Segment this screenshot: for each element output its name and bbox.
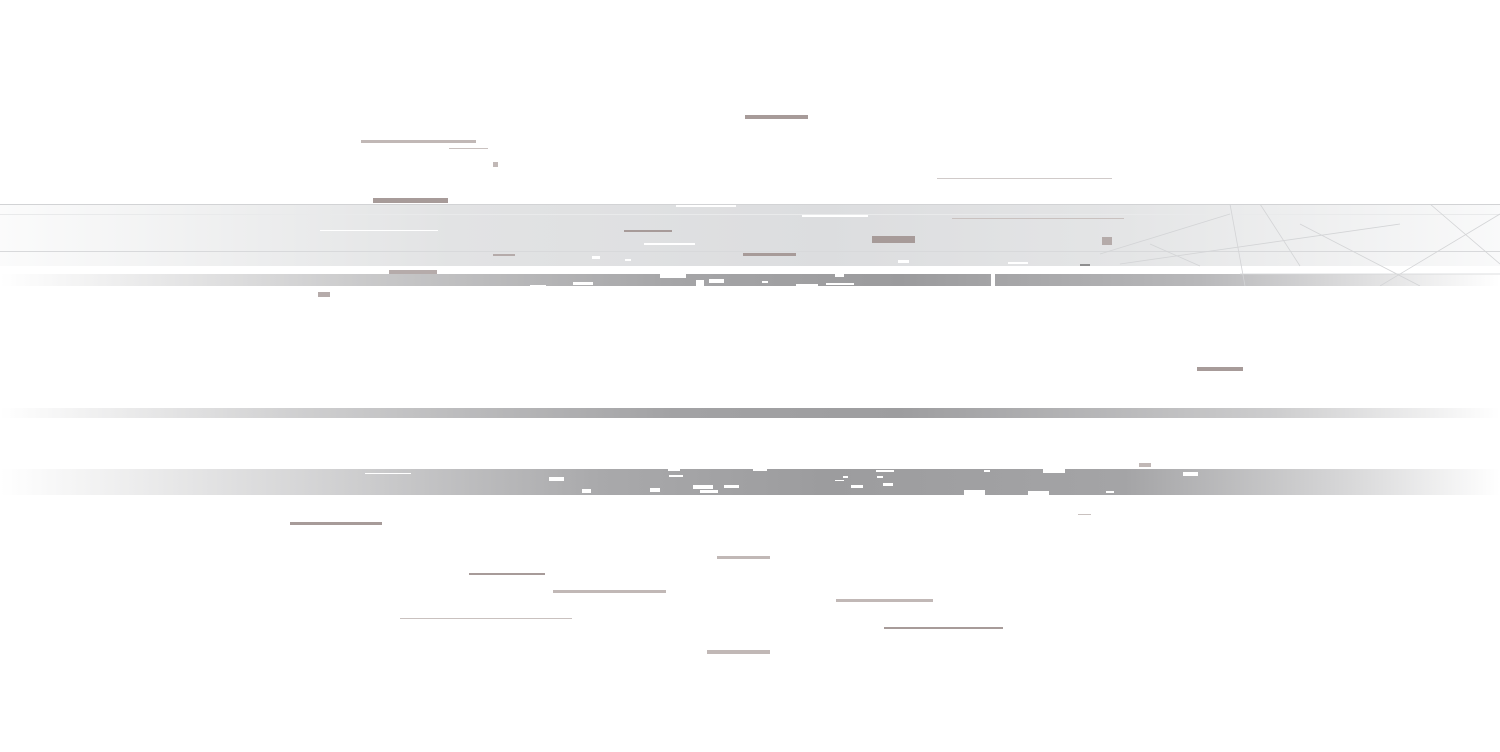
glitch-mark [883,483,893,486]
glitch-mark [1043,469,1065,473]
text-mark [449,148,488,149]
glitch-mark [668,469,680,471]
glitch-mark [660,274,686,278]
glitch-mark [1106,491,1114,493]
upper-band-bottom-line [0,251,1500,252]
upper-band-top-line [0,204,1500,205]
glitch-mark [796,284,818,286]
glitch-mark [1183,472,1198,476]
text-mark [469,573,545,575]
glitch-mark [709,279,724,283]
text-mark [400,618,572,619]
text-mark [707,650,770,654]
text-mark [743,253,796,256]
glitch-mark [320,230,438,231]
middle-dark-band [0,408,1500,418]
text-mark [389,270,437,274]
glitch-mark [1008,262,1028,264]
glitch-mark [964,490,985,495]
upper-dark-band [0,274,1500,286]
text-mark [318,292,330,297]
glitch-mark [693,485,713,489]
glitch-mark [835,274,844,277]
glitch-mark [592,256,600,259]
text-mark [361,140,476,143]
text-mark [373,198,448,203]
upper-band-mid-line [0,214,1500,215]
glitch-mark [650,488,660,492]
text-mark [717,556,770,559]
glitch-mark [549,477,564,481]
text-mark [836,599,933,602]
glitch-mark [877,476,883,478]
text-mark [1197,367,1243,371]
glitch-mark [843,476,848,478]
glitch-mark [835,480,844,481]
mesh-lines-decoration [1099,204,1500,286]
text-mark [624,230,672,232]
glitch-mark [991,274,995,286]
text-mark [493,162,498,167]
text-mark [553,590,666,593]
text-mark [937,178,1112,179]
text-mark [884,627,1003,629]
lower-dark-band [0,469,1500,495]
glitch-mark [1028,491,1049,495]
glitch-mark [898,260,909,263]
glitch-mark [530,285,546,286]
glitch-mark [826,283,854,285]
glitch-mark [700,490,718,493]
glitch-mark [762,281,768,283]
glitch-mark [696,280,704,286]
text-mark [1139,463,1151,467]
glitch-mark [753,469,767,471]
glitch-mark [724,485,739,488]
glitch-mark [876,470,894,472]
glitch-mark [676,205,736,207]
text-mark [493,254,515,256]
text-mark [290,522,382,525]
text-mark [952,218,1124,219]
glitch-mark [365,473,411,474]
text-mark [1102,237,1112,245]
glitch-mark [802,215,868,217]
glitch-mark [669,475,683,477]
text-mark [745,115,808,119]
text-mark [1080,264,1090,266]
glitch-mark [984,470,990,472]
text-mark [872,236,915,243]
glitch-mark [851,485,863,488]
text-mark [1078,514,1091,515]
glitch-mark [644,243,695,245]
glitch-mark [573,282,593,285]
glitch-mark [625,259,631,261]
glitch-mark [582,489,591,493]
